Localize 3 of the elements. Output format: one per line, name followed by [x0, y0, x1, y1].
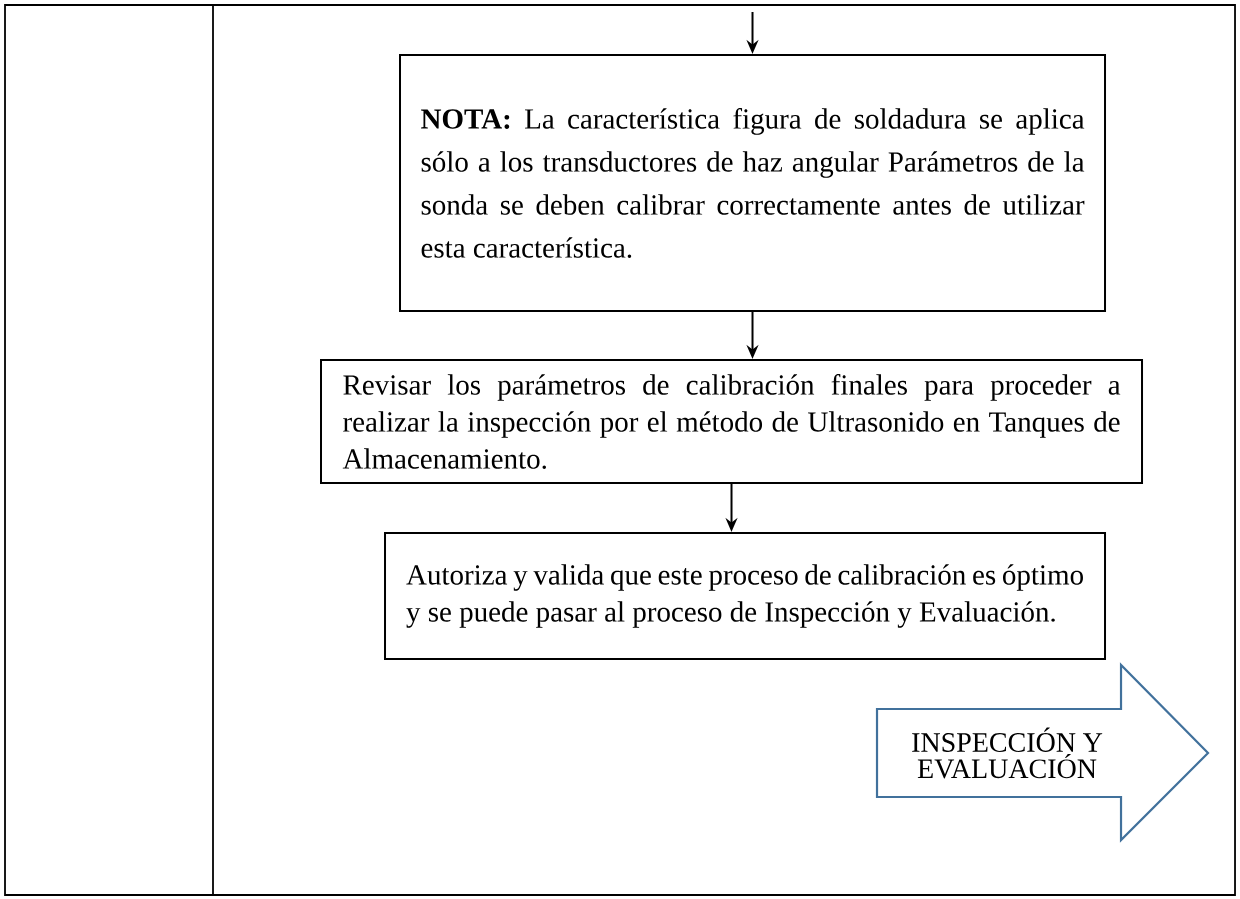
- process-box: NOTA: La característica figura de soldadura se aplica sólo a los transductores de haz angular Parámetros de la sonda se deben calibrar correctamente antes de utilizar esta característica.: [399, 54, 1106, 312]
- process-box: Autoriza y valida que este proceso de calibración es óptimo y se puede pasar al proceso de Inspección y Evaluación.: [384, 532, 1106, 660]
- process-box: Revisar los parámetros de calibración finales para proceder a realizar la inspección por el método de Ultrasonido en Tanques de Almacenamiento.: [320, 359, 1143, 484]
